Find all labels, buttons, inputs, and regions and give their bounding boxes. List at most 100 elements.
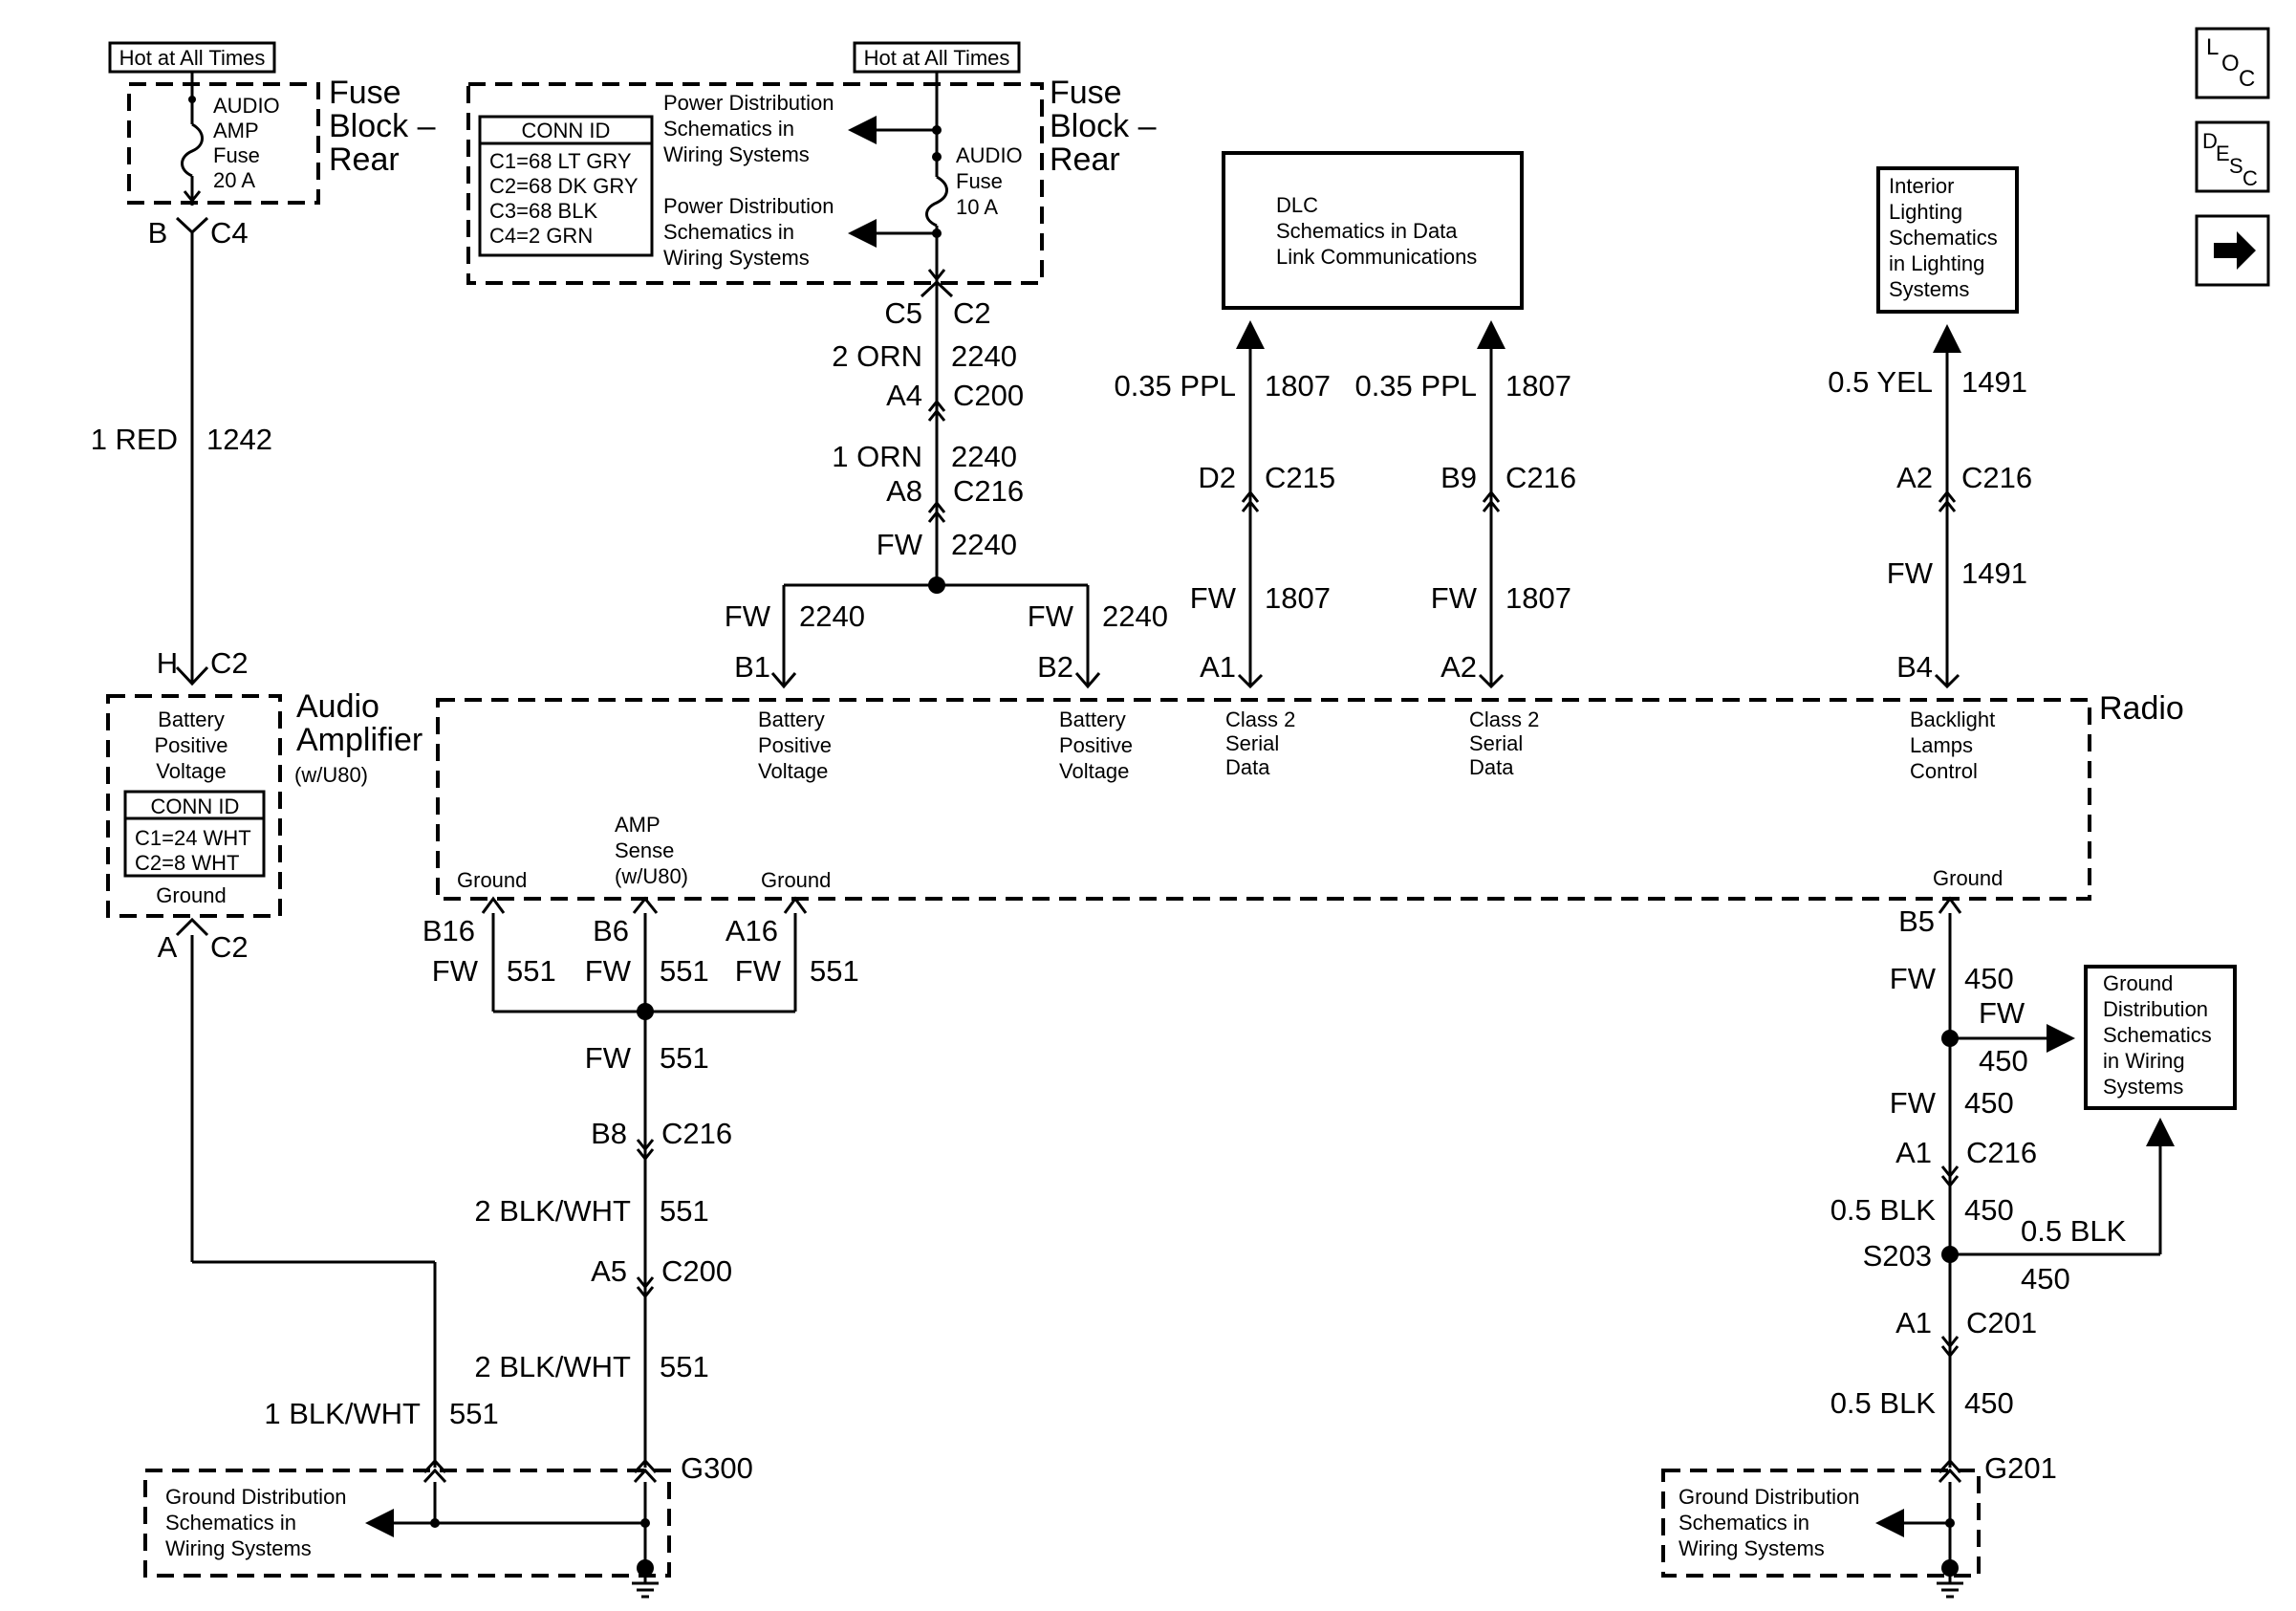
wire-color-blk-3: 0.5 BLK (1830, 1386, 1937, 1420)
fuse-symbol-right (925, 175, 948, 228)
fuse-left-line-1: AUDIO (213, 94, 280, 118)
svg-text:E: E (2216, 142, 2230, 165)
connector-c5: C5 (884, 296, 922, 330)
interior-box-line-5: Systems (1889, 277, 1969, 301)
radio-b4-label-1: Backlight (1910, 708, 1995, 731)
fuse-right-line-1: AUDIO (956, 143, 1023, 167)
ground-g300: G300 Ground Distribution Schematics in W… (143, 1451, 753, 1599)
radio-b4-label-2: Lamps (1910, 733, 1973, 757)
pin-a1-c201: A1 (1895, 1306, 1932, 1339)
pin-b4: B4 (1896, 650, 1933, 684)
pin-a1: A1 (1200, 650, 1236, 684)
circuit-551-b: 551 (660, 954, 709, 988)
circuit-450-d: 450 (1964, 1193, 2014, 1227)
circuit-551-e: 551 (660, 1194, 709, 1228)
audio-amplifier: Battery Positive Voltage CONN ID C1=24 W… (106, 688, 422, 918)
wire-color-fw-450: FW (1890, 1086, 1937, 1120)
right-fuse-block: Hot at All Times AUDIO Fuse 10 A Fuse Bl… (466, 41, 1157, 285)
circuit-1807-b: 1807 (1265, 581, 1331, 615)
amp-conn-id-title: CONN ID (151, 795, 240, 818)
conn-id-line-1: C1=68 LT GRY (489, 149, 632, 173)
circuit-551-amp: 551 (449, 1397, 499, 1430)
ground-right-box-line-1: Ground Distribution (1679, 1485, 1860, 1509)
connector-c2: C2 (953, 296, 991, 330)
wire-color-2orn: 2 ORN (832, 339, 922, 373)
pin-b: B (148, 216, 168, 250)
loc-button[interactable]: L O C (2195, 27, 2270, 99)
dlc-reference: DLC Schematics in Data Link Communicatio… (1114, 151, 1576, 689)
interior-box-line-4: in Lighting (1889, 251, 1984, 275)
pd-ref-2-line-1: Power Distribution (663, 194, 834, 218)
wire-color-fw-b1: FW (725, 599, 771, 633)
connector-c4: C4 (210, 216, 249, 250)
radio-ground-1: Ground (457, 868, 527, 892)
pd-ref-2-line-3: Wiring Systems (663, 246, 810, 270)
radio-b1-label-1: Battery (758, 708, 825, 731)
wire-color-fw-a2: FW (1431, 581, 1478, 615)
conn-id-title: CONN ID (522, 119, 611, 142)
circuit-1807-c: 1807 (1505, 369, 1571, 403)
circuit-2240-e: 2240 (1102, 599, 1168, 633)
ground-dist-line-1: Ground (2103, 971, 2173, 995)
circuit-450-c: 450 (1964, 1086, 2014, 1120)
radio-amp-sense-1: AMP (615, 813, 661, 837)
connector-c200: C200 (953, 379, 1024, 412)
ground-g201-label: G201 (1984, 1451, 2057, 1485)
ground-left-box-line-2: Schematics in (165, 1511, 296, 1535)
radio-amp-sense-3: (w/U80) (615, 864, 688, 888)
amp-pin-label-3: Voltage (156, 759, 226, 783)
loc-icon: L (2206, 34, 2219, 60)
pin-a16: A16 (726, 914, 778, 947)
connector-c200-a5: C200 (661, 1254, 732, 1288)
desc-button[interactable]: D E S C (2195, 120, 2270, 193)
amp-ground-wire: A C2 1 BLK/WHT 551 (158, 917, 499, 1468)
pin-b9: B9 (1440, 461, 1477, 494)
splice-s203-label: S203 (1863, 1239, 1932, 1273)
radio-b2-label-1: Battery (1059, 708, 1126, 731)
wire-color-fw-top: FW (877, 528, 923, 561)
amp-ground-label: Ground (156, 883, 226, 907)
radio-b4-label-3: Control (1910, 759, 1978, 783)
ground-dist-line-5: Systems (2103, 1075, 2183, 1099)
amp-title-2: Amplifier (296, 722, 422, 758)
splice-551 (637, 1003, 654, 1020)
amp-pin-label-1: Battery (158, 708, 225, 731)
wire-color-yel: 0.5 YEL (1828, 365, 1933, 399)
ground-dist-line-3: Schematics (2103, 1023, 2212, 1047)
radio-a2-label-1: Class 2 (1469, 708, 1539, 731)
fuse-left-line-3: Fuse (213, 143, 260, 167)
connector-c216: C216 (953, 474, 1024, 508)
radio-b2-label-2: Positive (1059, 733, 1133, 757)
fuse-left-line-4: 20 A (213, 168, 255, 192)
connector-c215: C215 (1265, 461, 1335, 494)
fuse-right-line-2: Fuse (956, 169, 1003, 193)
pin-d2: D2 (1198, 461, 1236, 494)
circuit-1491-b: 1491 (1961, 556, 2027, 590)
pin-a1-c216: A1 (1895, 1136, 1932, 1169)
pin-a5: A5 (591, 1254, 627, 1288)
radio-a1-label-3: Data (1225, 755, 1270, 779)
fuse-block-left-label-2: Block – (329, 108, 436, 144)
radio-b2-label-3: Voltage (1059, 759, 1129, 783)
connector-c216-a1: C216 (1966, 1136, 2037, 1169)
connector-c2-amp: C2 (210, 646, 249, 680)
next-button[interactable] (2195, 214, 2270, 287)
left-wire-1242: B C4 1 RED 1242 H C2 (91, 216, 272, 686)
wire-color-fw-b6: FW (585, 954, 632, 988)
dlc-box-line-2: Schematics in Data (1276, 219, 1458, 243)
interior-lighting-reference: Interior Lighting Schematics in Lighting… (1828, 166, 2032, 689)
radio-a2-label-3: Data (1469, 755, 1514, 779)
connector-c216-b9: C216 (1505, 461, 1576, 494)
circuit-450-f: 450 (1964, 1386, 2014, 1420)
pin-a8: A8 (886, 474, 922, 508)
svg-text:S: S (2229, 154, 2243, 178)
connector-c201: C201 (1966, 1306, 2037, 1339)
hot-label-left: Hot at All Times (119, 46, 266, 70)
desc-icon: D (2202, 129, 2218, 153)
radio-a1-label-1: Class 2 (1225, 708, 1295, 731)
svg-text:C: C (2242, 166, 2258, 190)
pin-h: H (157, 646, 178, 680)
wire-color-1blkwht: 1 BLK/WHT (264, 1397, 421, 1430)
radio-component: Radio Battery Positive Voltage Battery P… (436, 690, 2184, 901)
connector-c216-b8: C216 (661, 1117, 732, 1150)
